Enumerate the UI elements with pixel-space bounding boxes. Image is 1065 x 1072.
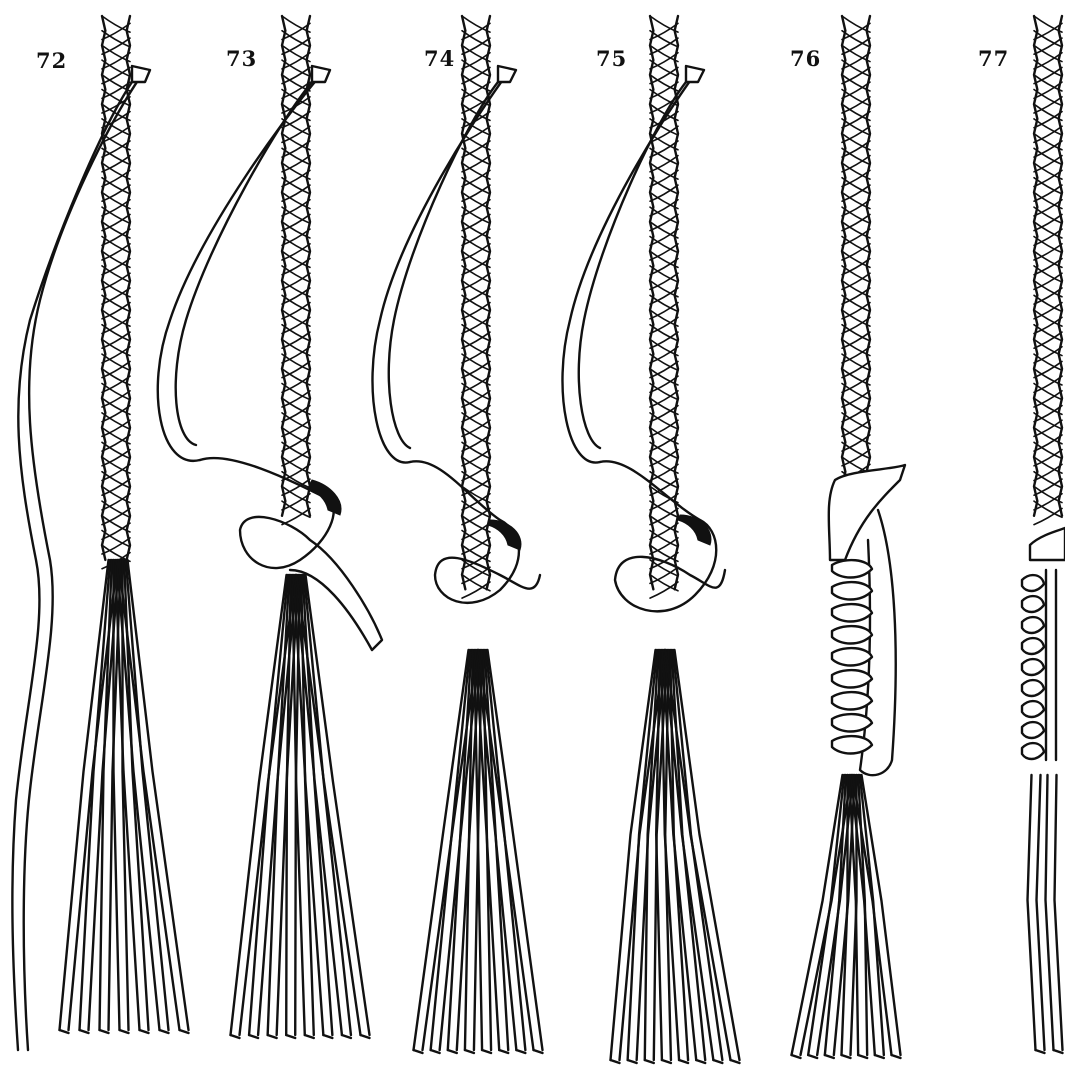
braid-77 (1034, 16, 1062, 525)
strand-tip-72 (132, 66, 150, 82)
collar-turn-77-4 (1022, 638, 1044, 654)
strand-tip-74 (498, 66, 516, 82)
loop-strand-76 (860, 510, 896, 775)
collar-turn-77-3 (1022, 617, 1044, 633)
collar-turn-76-1 (832, 560, 872, 577)
collar-turn-76-5 (832, 648, 872, 665)
collar-turn-77-6 (1022, 680, 1044, 696)
hanging-strand-76-7 (853, 775, 901, 1058)
strand-tip-73 (312, 66, 330, 82)
strand-tip-75 (686, 66, 704, 82)
collar-turn-77-9 (1022, 743, 1044, 759)
collar-turn-77-2 (1022, 596, 1044, 612)
collar-turn-77-7 (1022, 701, 1044, 717)
knot-shadow-75 (678, 515, 711, 545)
collar-turn-76-6 (832, 670, 872, 687)
hanging-strand-77-1 (1028, 775, 1045, 1053)
collar-turn-76-2 (832, 582, 872, 599)
collar-turn-76-3 (832, 604, 872, 621)
hanging-strand-77-2 (1046, 775, 1063, 1053)
collar-turn-77-5 (1022, 659, 1044, 675)
wrap-top-77 (1030, 528, 1065, 560)
wrap-top-76 (829, 465, 905, 560)
collar-bar-77 (1046, 570, 1056, 760)
collar-turn-77-1 (1022, 575, 1044, 591)
knot-shadow-73 (308, 480, 341, 515)
collar-turn-76-4 (832, 626, 872, 643)
collar-turn-76-8 (832, 714, 872, 731)
collar-turn-76-9 (832, 736, 872, 753)
collar-turn-77-8 (1022, 722, 1044, 738)
knot-shadow-74 (488, 520, 521, 550)
braid-76 (842, 16, 870, 495)
collar-turn-76-7 (832, 692, 872, 709)
